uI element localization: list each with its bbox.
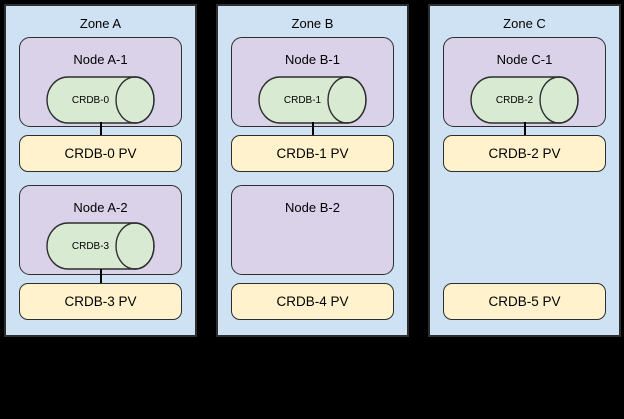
- connector-line: [312, 122, 314, 135]
- pod-crdb-2: CRDB-2: [470, 76, 579, 124]
- pod-label: CRDB-2: [495, 94, 534, 106]
- database-cylinder-icon: [470, 76, 579, 124]
- pv-label: CRDB-0 PV: [64, 146, 137, 161]
- pod-crdb-0: CRDB-0: [46, 76, 155, 124]
- database-cylinder-icon: [258, 76, 367, 124]
- pv-crdb-1: CRDB-1 PV: [231, 135, 394, 172]
- pod-label: CRDB-3: [71, 240, 110, 252]
- pv-label: CRDB-1 PV: [276, 146, 349, 161]
- pv-crdb-2: CRDB-2 PV: [443, 135, 606, 172]
- pv-label: CRDB-3 PV: [64, 294, 137, 309]
- node-b-2: Node B-2: [231, 185, 394, 275]
- pv-label: CRDB-2 PV: [488, 146, 561, 161]
- pv-crdb-0: CRDB-0 PV: [19, 135, 182, 172]
- database-cylinder-icon: [46, 222, 155, 270]
- zone-label: Zone A: [79, 16, 122, 31]
- node-label: Node B-2: [285, 200, 340, 215]
- node-label: Node B-1: [285, 52, 340, 67]
- pv-label: CRDB-5 PV: [488, 294, 561, 309]
- pod-crdb-1: CRDB-1: [258, 76, 367, 124]
- pod-label: CRDB-0: [71, 94, 110, 106]
- pod-crdb-3: CRDB-3: [46, 222, 155, 270]
- connector-line: [100, 122, 102, 135]
- pv-crdb-3: CRDB-3 PV: [19, 283, 182, 320]
- connector-line: [524, 122, 526, 135]
- pv-label: CRDB-4 PV: [276, 294, 349, 309]
- pv-crdb-4: CRDB-4 PV: [231, 283, 394, 320]
- zone-label: Zone B: [291, 16, 334, 31]
- pod-label: CRDB-1: [283, 94, 322, 106]
- zone-label: Zone C: [503, 16, 546, 31]
- node-label: Node A-2: [73, 200, 128, 215]
- pv-crdb-5: CRDB-5 PV: [443, 283, 606, 320]
- zone-b: Zone B Node B-1 CRDB-1 CRDB-1 PV Node B-…: [216, 4, 409, 337]
- node-label: Node A-1: [73, 52, 128, 67]
- connector-line: [100, 269, 102, 283]
- node-label: Node C-1: [496, 52, 553, 67]
- database-cylinder-icon: [46, 76, 155, 124]
- zone-a: Zone A Node A-1 CRDB-0 CRDB-0 PV Node A-…: [4, 4, 197, 337]
- zone-c: Zone C Node C-1 CRDB-2 CRDB-2 PV CRDB-5 …: [428, 4, 621, 337]
